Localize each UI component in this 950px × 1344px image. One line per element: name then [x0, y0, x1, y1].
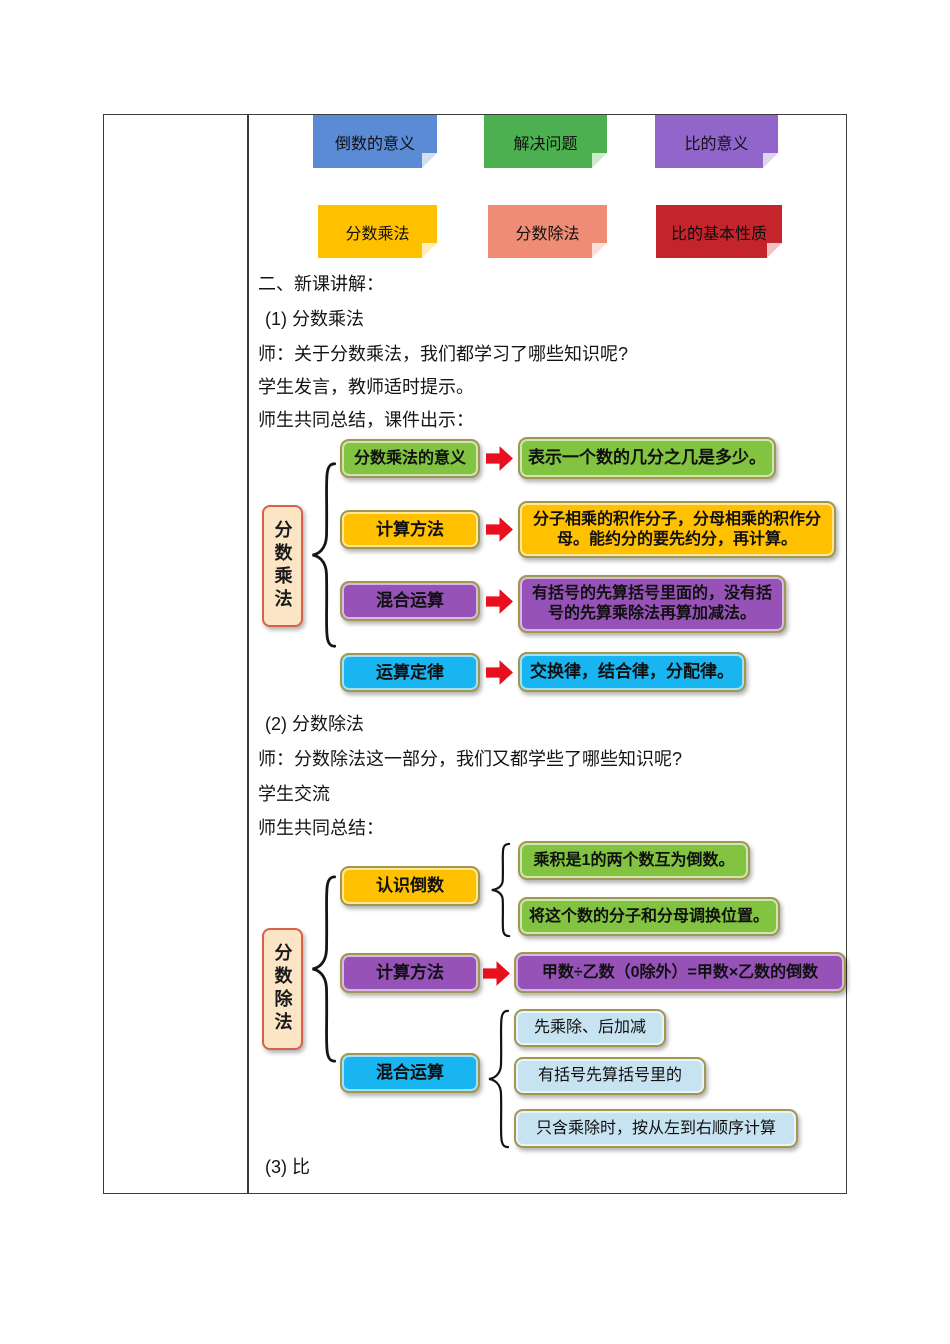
mindmap1-branch-result: 表示一个数的几分之几是多少。 [518, 437, 776, 479]
part2-title: (2) 分数除法 [265, 714, 364, 734]
mindmap1-root-node: 分数乘法 [262, 505, 303, 627]
table-column-divider [247, 114, 249, 1194]
topic-note-label: 比的意义 [684, 135, 749, 153]
mindmap2-root-node: 分数除法 [262, 928, 303, 1050]
topic-note-ratio-property: 比的基本性质 [656, 205, 782, 258]
mindmap2-branch-label: 认识倒数 [340, 866, 480, 906]
mindmap1-branch-label: 运算定律 [340, 653, 480, 692]
mindmap2-branch-label: 计算方法 [340, 953, 480, 993]
table-frame [103, 114, 847, 1194]
mindmap1-branch-label: 混合运算 [340, 581, 480, 621]
part2-student-line: 学生交流 [258, 784, 330, 804]
topic-note-ratio-meaning: 比的意义 [655, 115, 778, 168]
mindmap2-reciprocal-item: 将这个数的分子和分母调换位置。 [518, 897, 780, 936]
part2-summary-line: 师生共同总结： [258, 818, 384, 838]
left-brace-icon [309, 460, 337, 650]
left-brace-icon [489, 842, 511, 938]
topic-note-label: 比的基本性质 [670, 225, 767, 243]
part1-student-line: 学生发言，教师适时提示。 [258, 377, 474, 397]
mindmap2-mixed-item: 先乘除、后加减 [514, 1009, 666, 1047]
topic-note-label: 倒数的意义 [334, 135, 415, 153]
mindmap1-branch-label: 分数乘法的意义 [340, 439, 480, 478]
mindmap2-mixed-item: 有括号先算括号里的 [514, 1057, 706, 1095]
topic-note-label: 解决问题 [513, 135, 578, 153]
topic-note-label: 分数乘法 [345, 225, 410, 243]
part3-title: (3) 比 [265, 1157, 310, 1177]
topic-note-problem-solving: 解决问题 [484, 115, 607, 168]
topic-note-reciprocal-meaning: 倒数的意义 [313, 115, 437, 168]
section-heading: 二、新课讲解： [258, 274, 384, 294]
topic-note-label: 分数除法 [515, 225, 580, 243]
part1-teacher-line: 师：关于分数乘法，我们都学习了哪些知识呢? [258, 344, 629, 364]
left-brace-icon [309, 873, 337, 1065]
mindmap2-reciprocal-item: 乘积是1的两个数互为倒数。 [518, 841, 750, 880]
mindmap1-branch-result: 交换律，结合律，分配律。 [518, 652, 746, 692]
mindmap1-branch-result: 有括号的先算括号里面的，没有括号的先算乘除法再算加减法。 [518, 575, 786, 633]
mindmap1-branch-label: 计算方法 [340, 510, 480, 549]
mindmap2-branch-result: 甲数÷乙数（0除外）=甲数×乙数的倒数 [514, 952, 846, 993]
mindmap2-branch-label: 混合运算 [340, 1053, 480, 1093]
part2-teacher-line: 师：分数除法这一部分，我们又都学些了哪些知识呢? [258, 749, 683, 769]
left-brace-icon [486, 1008, 510, 1150]
mindmap2-mixed-item: 只含乘除时，按从左到右顺序计算 [514, 1109, 798, 1148]
part1-summary-line: 师生共同总结，课件出示： [258, 410, 474, 430]
part1-title: (1) 分数乘法 [265, 309, 364, 329]
mindmap1-branch-result: 分子相乘的积作分子，分母相乘的积作分母。能约分的要先约分，再计算。 [518, 501, 836, 558]
topic-note-fraction-division: 分数除法 [488, 205, 607, 258]
topic-note-fraction-multiplication: 分数乘法 [318, 205, 437, 258]
